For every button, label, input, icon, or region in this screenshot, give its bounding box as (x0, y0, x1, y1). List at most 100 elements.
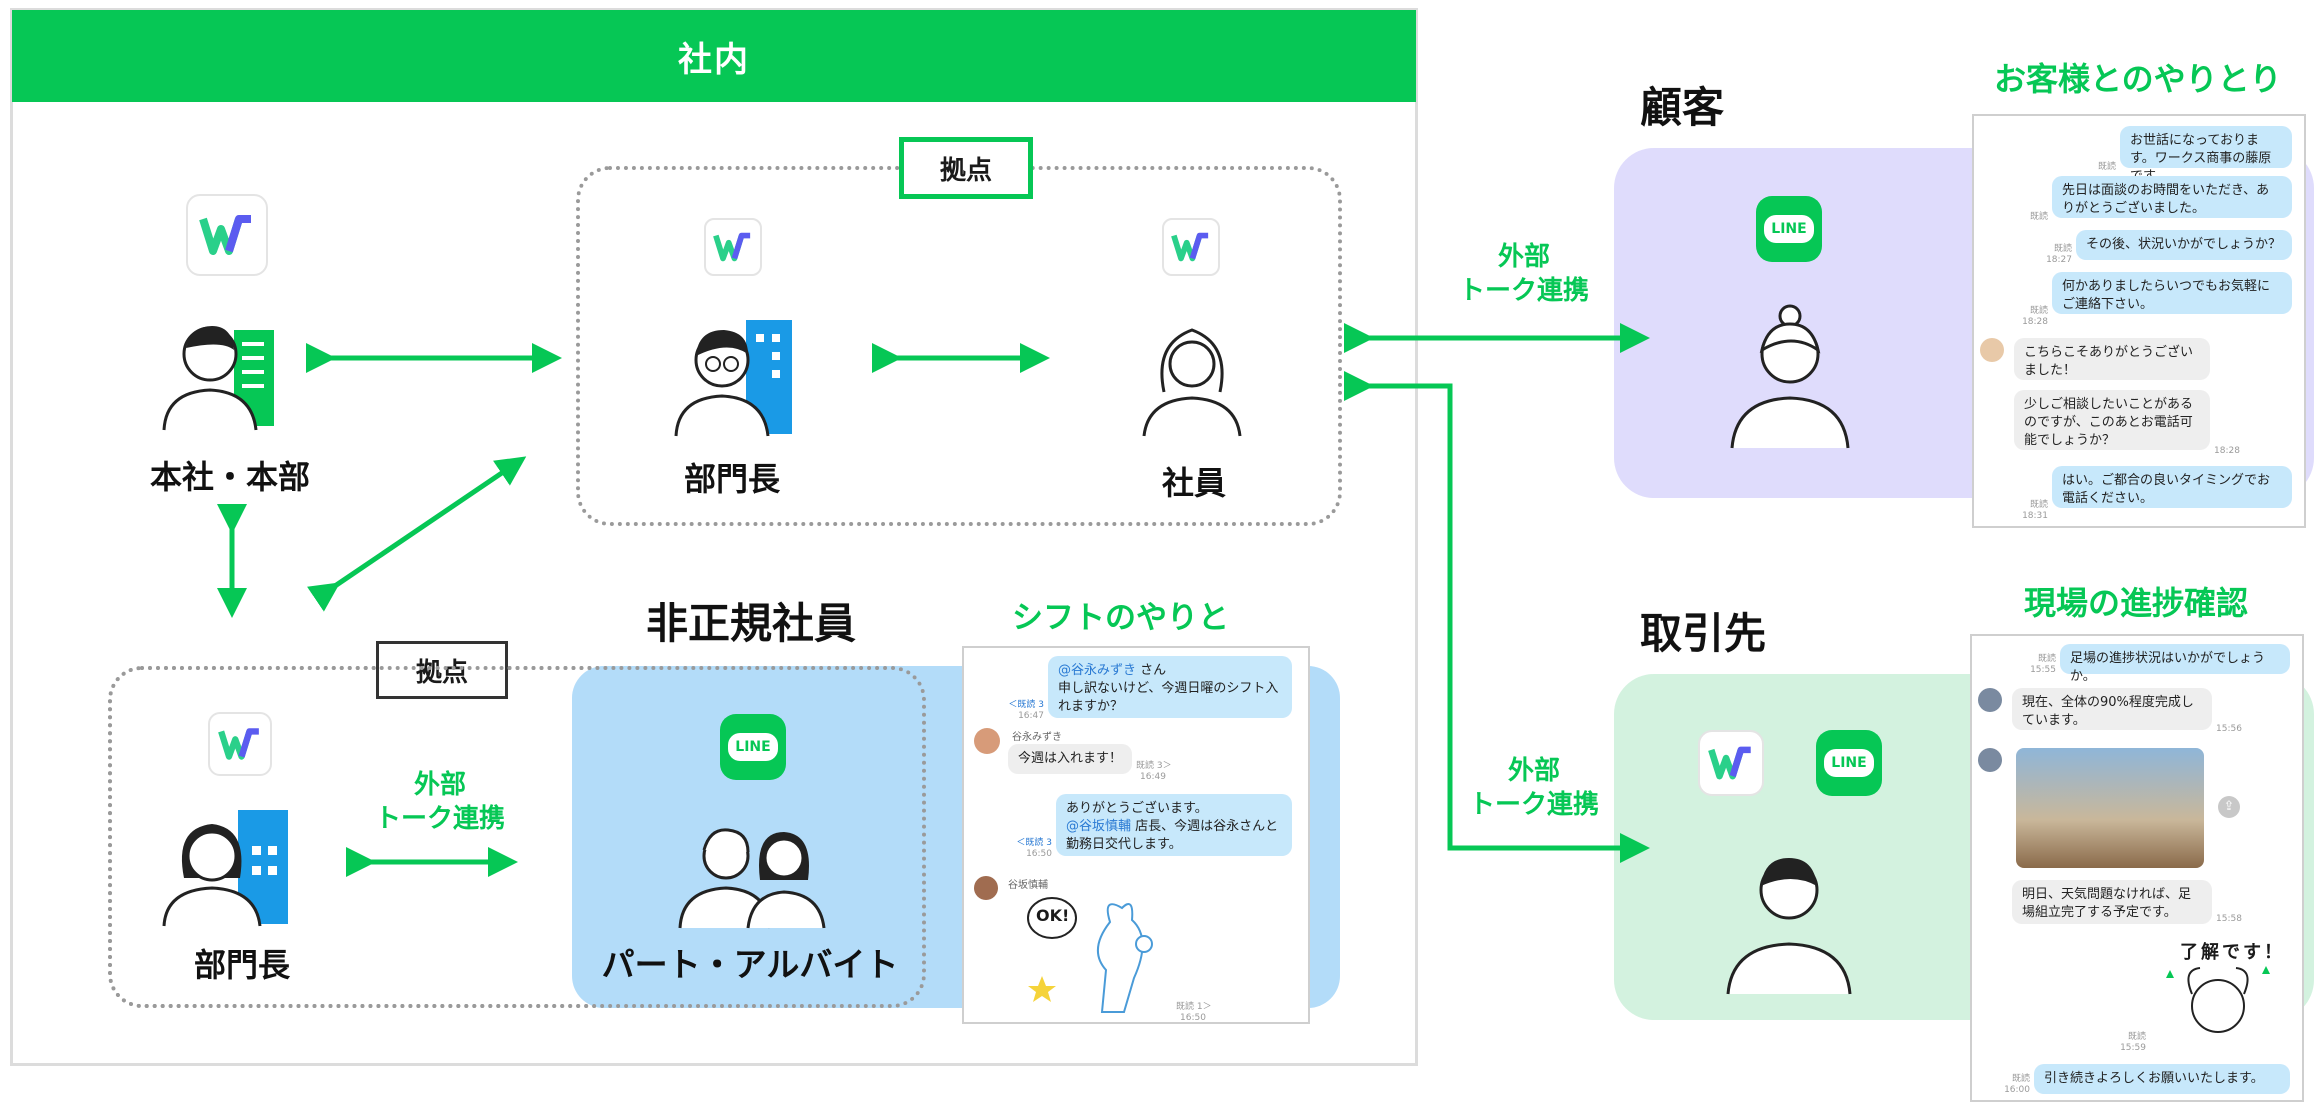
customer-title: 顧客 (1640, 83, 1725, 132)
share-icon[interactable]: ⇪ (2218, 796, 2240, 818)
external-talk-line2: トーク連携 (374, 804, 505, 834)
cust-msg-3-meta: 既読 (2053, 244, 2072, 254)
branch-box-bottom-overlay (108, 666, 926, 1008)
shift-reply-1-time: 16:49 (1140, 772, 1166, 782)
line-app-icon: LINE (720, 714, 786, 780)
works-app-icon (1698, 730, 1764, 796)
avatar (1978, 748, 2002, 772)
employee-label: 社員 (1161, 464, 1226, 502)
dept-head-person-icon (668, 318, 808, 438)
partner-msg-1-time: 15:55 (2030, 665, 2056, 675)
sticker-text: OK! (1036, 906, 1070, 925)
part-time-label: パート・アルバイト (601, 945, 899, 984)
customer-chat-title: お客様とのやりとり (1994, 60, 2282, 98)
partner-title: 取引先 (1640, 609, 1767, 658)
partner-msg-2: 引き続きよろしくお願いいたします。 (2034, 1064, 2290, 1094)
partner-reply-2: 明日、天気問題なければ、足場組立完了する予定です。 (2012, 880, 2212, 924)
avatar (974, 876, 998, 900)
avatar (974, 728, 1000, 754)
cust-msg-4-meta: 既読 (2029, 306, 2048, 316)
external-talk-customer: 外部 トーク連携 (1444, 240, 1604, 308)
sticker-text: 了解です！ (2180, 942, 2285, 963)
external-talk-line2: トーク連携 (1458, 276, 1589, 306)
sticker-time: 15:59 (2120, 1043, 2146, 1053)
cust-msg-5-meta: 既読 (2029, 500, 2048, 510)
avatar (1980, 338, 2004, 362)
shift-chat-panel: @谷永みずき さん 申し訳ないけど、今週日曜のシフト入れますか？ ＜既読 3 1… (962, 646, 1310, 1024)
works-app-icon (186, 194, 268, 276)
cust-msg-4-time: 18:28 (2022, 317, 2048, 327)
dept-head-label: 部門長 (683, 460, 780, 498)
customer-chat-panel: お世話になっております。ワークス商事の藤原です。 既読 先日は面談のお時間をいた… (1972, 114, 2306, 528)
partner-msg-1: 足場の進捗状況はいかがでしょうか。 (2060, 644, 2290, 684)
cust-reply-2-time: 18:28 (2214, 446, 2240, 456)
dept-head-bottom-person-icon (156, 806, 306, 928)
external-talk-line1: 外部 (413, 770, 466, 800)
shift-msg-1-meta: ＜既読 3 (1008, 700, 1044, 710)
construction-photo[interactable] (2016, 748, 2204, 868)
nonregular-title: 非正規社員 (646, 599, 857, 648)
partner-person-icon (1722, 846, 1856, 996)
partner-reply-2-time: 15:58 (2216, 914, 2242, 924)
partner-chat-title: 現場の進捗確認 (2024, 584, 2249, 622)
cust-msg-3: その後、状況いかがでしょうか？ (2076, 230, 2292, 260)
ok-sticker: OK! (1022, 892, 1172, 1018)
employee-person-icon (1140, 314, 1244, 438)
shift-msg-1: @谷永みずき さん 申し訳ないけど、今週日曜のシフト入れますか？ (1048, 656, 1292, 718)
line-icon-text: LINE (1764, 215, 1814, 243)
cust-msg-3-time: 18:27 (2046, 255, 2072, 265)
arrow-internal-partner (1344, 371, 1650, 863)
partner-msg-1-meta: 既読 (2037, 654, 2056, 664)
part-time-people-icon (672, 820, 832, 930)
line-icon-text: LINE (728, 733, 778, 761)
cust-reply-1: こちらこそありがとうございました！ (2014, 338, 2210, 380)
msg-text: 店長、今週は谷永さんと勤務日交代します。 (1066, 819, 1279, 852)
partner-chat-panel: 足場の進捗状況はいかがでしょうか。 既読 15:55 現在、全体の90%程度完成… (1970, 634, 2304, 1102)
shift-msg-2: ありがとうございます。 @谷坂慎輔 店長、今週は谷永さんと勤務日交代します。 (1056, 794, 1292, 856)
avatar (1978, 688, 2002, 712)
cust-reply-2: 少しご相談したいことがあるのですが、このあとお電話可能でしょうか？ (2014, 390, 2210, 450)
shift-reply-1-meta: 既読 3＞ (1136, 761, 1172, 771)
sticker-meta: 既読 (2127, 1032, 2146, 1042)
mention[interactable]: @谷坂慎輔 (1066, 819, 1132, 834)
works-app-icon (1162, 218, 1220, 276)
msg-text: ありがとうございます。 (1066, 801, 1208, 816)
partner-msg-2-time: 16:00 (2004, 1085, 2030, 1095)
shift-reply-1: 今週は入れます！ (1008, 744, 1132, 774)
cust-msg-4: 何かありましたらいつでもお気軽にご連絡下さい。 (2052, 272, 2292, 314)
arrow-hq-depthead-diag (307, 456, 527, 612)
sender-name: 谷永みずき (1012, 732, 1062, 743)
msg-text: 申し訳ないけど、今週日曜のシフト入れますか？ (1058, 681, 1279, 714)
line-app-icon: LINE (1816, 730, 1882, 796)
shift-msg-2-meta: ＜既読 3 (1016, 838, 1052, 848)
partner-msg-2-meta: 既読 (2011, 1074, 2030, 1084)
shift-msg-2-time: 16:50 (1026, 849, 1052, 859)
line-app-icon: LINE (1756, 196, 1822, 262)
works-app-icon (704, 218, 762, 276)
understood-sticker: 了解です！ (2152, 934, 2292, 1054)
cust-msg-5-time: 18:31 (2022, 511, 2048, 521)
internal-header: 社内 (12, 10, 1416, 102)
cust-msg-5: はい。ご都合の良いタイミングでお電話ください。 (2052, 466, 2292, 508)
partner-reply-1-time: 15:56 (2216, 724, 2242, 734)
shift-msg-1-time: 16:47 (1018, 711, 1044, 721)
mention[interactable]: @谷永みずき (1058, 663, 1137, 678)
sender-name: 谷坂慎輔 (1008, 880, 1048, 891)
cust-msg-2: 先日は面談のお時間をいただき、ありがとうございました。 (2052, 176, 2292, 218)
partner-reply-1: 現在、全体の90%程度完成しています。 (2012, 688, 2212, 730)
line-icon-text: LINE (1824, 749, 1874, 777)
works-app-icon (208, 712, 272, 776)
customer-person-icon (1726, 302, 1854, 450)
cust-msg-1-meta: 既読 (2097, 162, 2116, 172)
branch-tag-top: 拠点 (899, 137, 1033, 199)
shift-reply-2-time: 16:50 (1180, 1013, 1206, 1023)
headquarters-person-icon (156, 312, 296, 432)
cust-msg-2-meta: 既読 (2029, 212, 2048, 222)
external-talk-internal: 外部 トーク連携 (360, 768, 520, 836)
shift-reply-2-meta: 既読 1＞ (1176, 1002, 1212, 1012)
msg-text: さん (1136, 663, 1167, 678)
dept-head-bottom-label: 部門長 (193, 946, 290, 984)
headquarters-label: 本社・本部 (149, 458, 310, 496)
external-talk-line1: 外部 (1497, 242, 1550, 272)
